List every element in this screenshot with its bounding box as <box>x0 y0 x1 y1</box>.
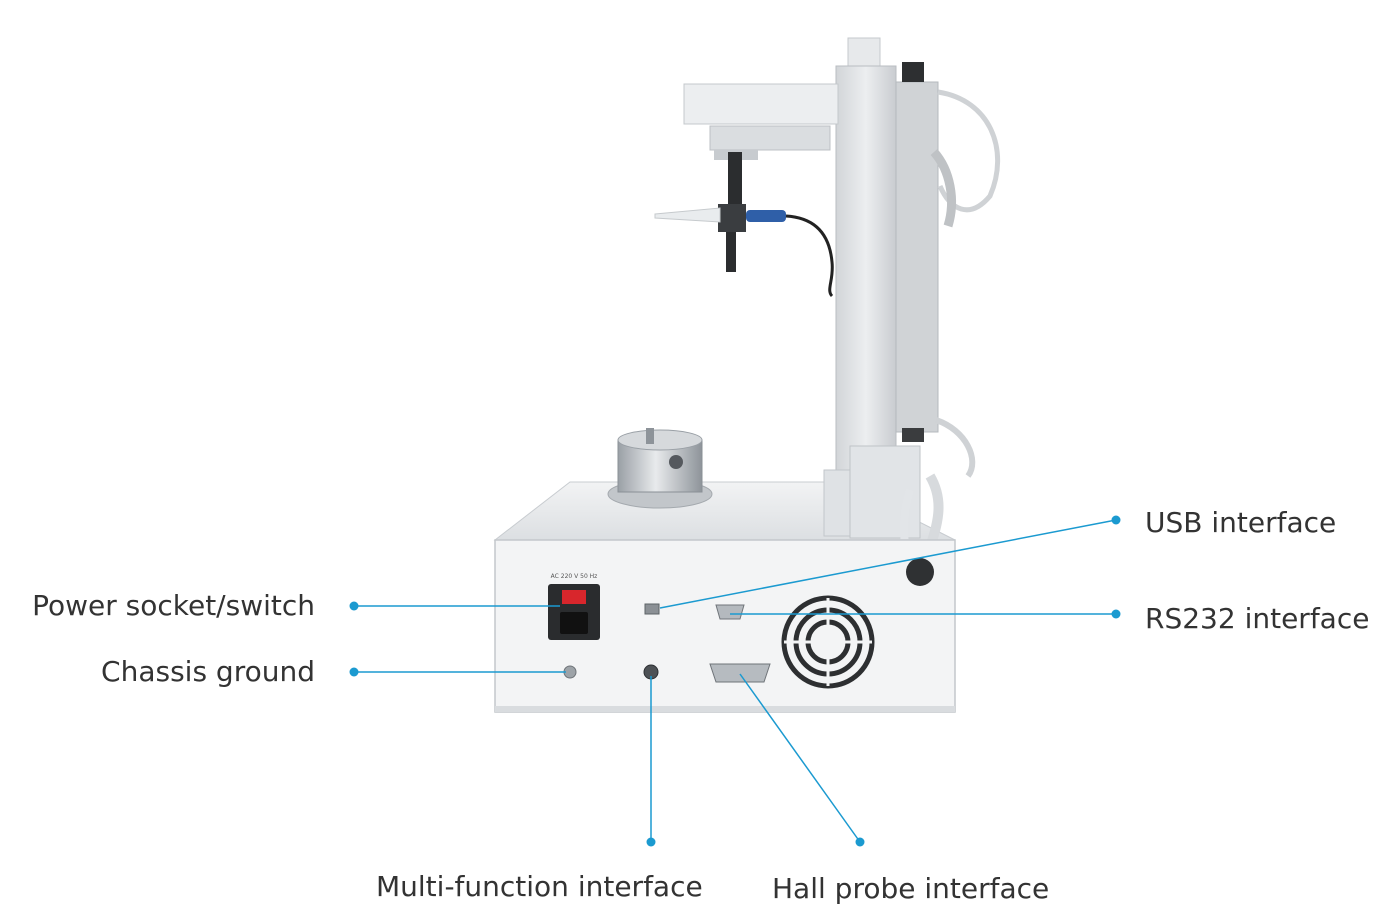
hall-probe-interface-label: Hall probe interface <box>772 872 1050 905</box>
usb-port <box>644 603 660 615</box>
usb-leader-dot <box>1111 515 1121 525</box>
multi-leader-dot <box>646 837 656 847</box>
ac-rating-text: AC 220 V 50 Hz <box>551 573 598 580</box>
rs232-port <box>715 604 745 620</box>
power-leader-dot <box>349 601 359 611</box>
hall-leader-dot <box>855 837 865 847</box>
cable-grommet <box>906 558 934 586</box>
fan-grille <box>781 595 875 689</box>
usb-interface-label: USB interface <box>1145 506 1337 539</box>
multi-function-interface-label: Multi-function interface <box>376 870 703 903</box>
chassis-ground-label: Chassis ground <box>101 655 315 688</box>
power-switch <box>562 590 586 604</box>
ground-leader-dot <box>349 667 359 677</box>
callout-lines <box>349 515 1121 847</box>
vertical-column <box>823 37 939 539</box>
horizontal-arm <box>683 83 839 160</box>
rear-panel: AC 220 V 50 Hz <box>494 539 956 713</box>
rotary-chuck <box>607 428 713 509</box>
hall-probe-port <box>709 663 771 683</box>
rs232-leader-dot <box>1111 609 1121 619</box>
hall-probe-assembly <box>654 152 834 298</box>
rs232-interface-label: RS232 interface <box>1145 602 1370 635</box>
power-socket-switch-label: Power socket/switch <box>32 589 315 622</box>
hall-leader-line <box>739 673 861 843</box>
usb-leader-line <box>659 519 1117 609</box>
